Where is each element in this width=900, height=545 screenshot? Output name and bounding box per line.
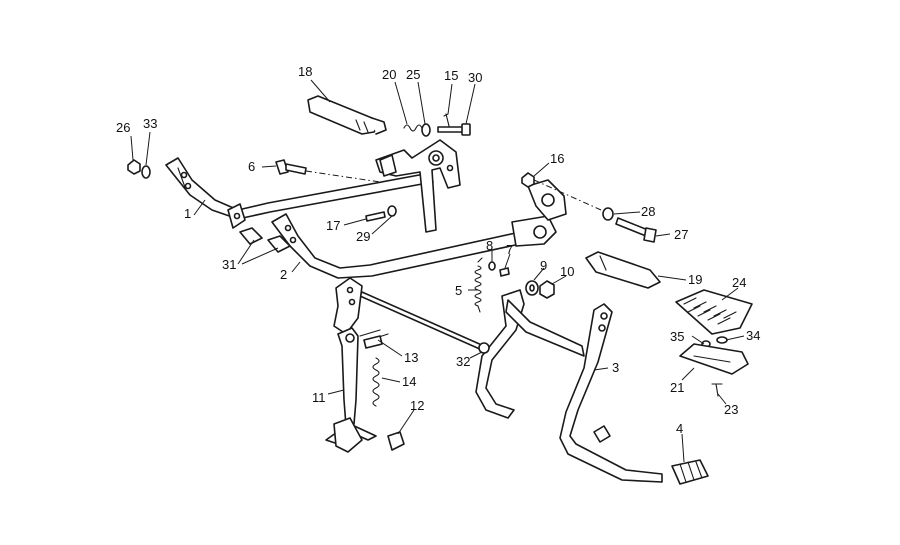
spring-14: [372, 357, 380, 407]
frame-bracket: [375, 139, 461, 233]
screw-23: [711, 383, 723, 397]
lever-grip-18: [307, 95, 387, 135]
side-stand-11: [325, 327, 377, 453]
cap-12: [387, 431, 405, 451]
callout-4: 4: [676, 421, 683, 436]
callout-15: 15: [444, 68, 458, 83]
stand-mount-plate: [333, 277, 363, 335]
callout-33: 33: [143, 116, 157, 131]
bolt-6: [275, 159, 307, 175]
callout-14: 14: [402, 374, 416, 389]
callout-29: 29: [356, 229, 370, 244]
footrest-19: [585, 251, 661, 289]
washer-25: [421, 123, 431, 137]
callout-34: 34: [746, 328, 760, 343]
washer-9: [525, 280, 539, 296]
washer-33: [141, 165, 151, 179]
callout-16: 16: [550, 151, 564, 166]
leader-lines: [130, 79, 745, 463]
footpad-24: [675, 289, 753, 335]
callout-23: 23: [724, 402, 738, 417]
callout-10: 10: [560, 264, 574, 279]
callout-27: 27: [674, 227, 688, 242]
callout-5: 5: [455, 283, 462, 298]
nut-16: [521, 172, 535, 188]
spring-5: [474, 257, 483, 313]
bolt-27: [615, 217, 657, 243]
nut-26: [127, 159, 141, 175]
callout-7: 7: [506, 242, 513, 257]
callout-13: 13: [404, 350, 418, 365]
spacer-31: [239, 227, 291, 253]
bolt-17: [365, 211, 386, 222]
footrest-plate-21: [679, 343, 749, 375]
washer-28: [602, 207, 614, 221]
callout-1: 1: [184, 206, 191, 221]
callout-20: 20: [382, 67, 396, 82]
callout-11: 11: [312, 390, 326, 405]
callout-24: 24: [732, 275, 746, 290]
callout-18: 18: [298, 64, 312, 79]
callout-2: 2: [280, 267, 287, 282]
washer-34: [716, 336, 728, 344]
nut-10: [539, 280, 555, 299]
callout-31: 31: [222, 257, 236, 272]
side-lever: [559, 303, 663, 483]
spring-20: [403, 124, 423, 132]
bolt-7: [499, 267, 510, 277]
callout-26: 26: [116, 120, 130, 135]
callout-21: 21: [670, 380, 684, 395]
callout-12: 12: [410, 398, 424, 413]
brake-pedal-3: [475, 289, 585, 419]
callout-35: 35: [670, 329, 684, 344]
callout-6: 6: [248, 159, 255, 174]
pivot-bracket: [511, 179, 567, 247]
callout-25: 25: [406, 67, 420, 82]
spring-13: [359, 329, 389, 349]
nut-8: [488, 261, 496, 271]
callout-19: 19: [688, 272, 702, 287]
bolt-30: [437, 123, 471, 136]
callout-labels: 18 20 25 15 30 26 33 6 1 17 29 31 2 16 2…: [116, 64, 760, 436]
callout-17: 17: [326, 218, 340, 233]
callout-9: 9: [540, 258, 547, 273]
callout-30: 30: [468, 70, 482, 85]
washer-29: [387, 205, 397, 217]
callout-3: 3: [612, 360, 619, 375]
callout-8: 8: [486, 238, 493, 253]
callout-32: 32: [456, 354, 470, 369]
callout-28: 28: [641, 204, 655, 219]
rubber-grip-4: [671, 459, 709, 485]
